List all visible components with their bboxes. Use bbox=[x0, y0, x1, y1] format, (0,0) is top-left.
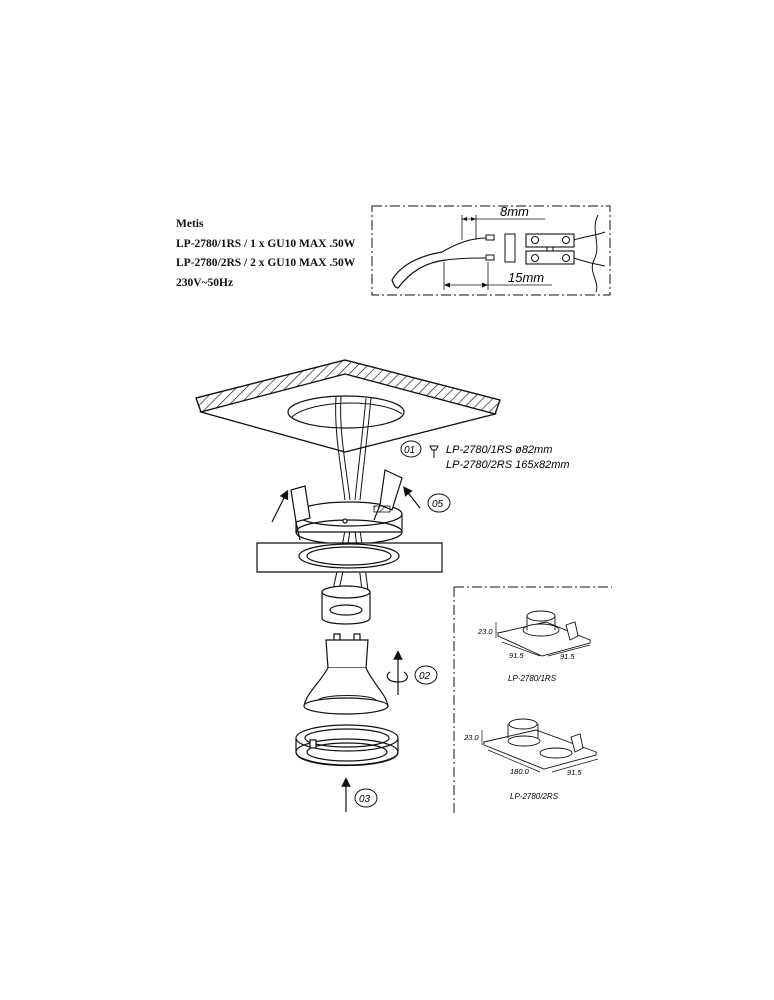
single-fixture-sketch bbox=[496, 610, 592, 657]
step-03-number: 03 bbox=[359, 794, 371, 805]
rotate-arrow bbox=[386, 650, 408, 695]
cutout-size-2rs: LP-2780/2RS 165x82mm bbox=[446, 459, 570, 471]
spec-block: Metis LP-2780/1RS / 1 x GU10 MAX .50W LP… bbox=[176, 215, 355, 293]
product-name: Metis bbox=[176, 218, 204, 230]
step-02 bbox=[414, 665, 438, 685]
step-05 bbox=[427, 493, 451, 513]
double-width-dim: 180.0 bbox=[510, 767, 530, 776]
dimension-panel bbox=[453, 586, 612, 815]
single-depth-dim: 91.5 bbox=[560, 652, 575, 661]
double-height-dim: 23.0 bbox=[463, 733, 479, 742]
step-01-number: 01 bbox=[404, 445, 415, 456]
single-height-dim: 23.0 bbox=[477, 627, 493, 636]
gu10-socket bbox=[321, 585, 371, 625]
step-01 bbox=[400, 440, 422, 458]
double-fixture-sketch bbox=[482, 718, 598, 770]
spec-line-2rs: LP-2780/2RS / 2 x GU10 MAX .50W bbox=[176, 257, 356, 269]
single-width-dim: 91.5 bbox=[509, 651, 524, 660]
screw-icon bbox=[429, 445, 439, 458]
step-03 bbox=[354, 788, 378, 808]
retaining-ring bbox=[295, 724, 399, 767]
gu10-lamp bbox=[303, 633, 389, 715]
wiring-frame bbox=[371, 205, 611, 296]
single-dim-lines bbox=[495, 622, 591, 657]
double-dim-lines bbox=[481, 730, 599, 773]
ceiling-panel bbox=[195, 359, 501, 453]
strip-length-label: 8mm bbox=[500, 204, 529, 219]
wiring-detail bbox=[371, 205, 611, 296]
double-depth-dim: 91.5 bbox=[567, 768, 582, 777]
spring-arrows bbox=[271, 486, 421, 523]
step-05-number: 05 bbox=[432, 499, 444, 510]
spec-voltage: 230V~50Hz bbox=[176, 276, 234, 289]
step-02-number: 02 bbox=[419, 671, 431, 682]
spec-line-1rs: LP-2780/1RS / 1 x GU10 MAX .50W bbox=[176, 237, 356, 250]
double-model-label: LP-2780/2RS bbox=[510, 792, 559, 801]
insert-length-label: 15mm bbox=[508, 270, 544, 285]
single-model-label: LP-2780/1RS bbox=[508, 674, 557, 683]
fixture-frame bbox=[256, 469, 443, 573]
cutout-size-1rs: LP-2780/1RS ø82mm bbox=[446, 444, 552, 456]
